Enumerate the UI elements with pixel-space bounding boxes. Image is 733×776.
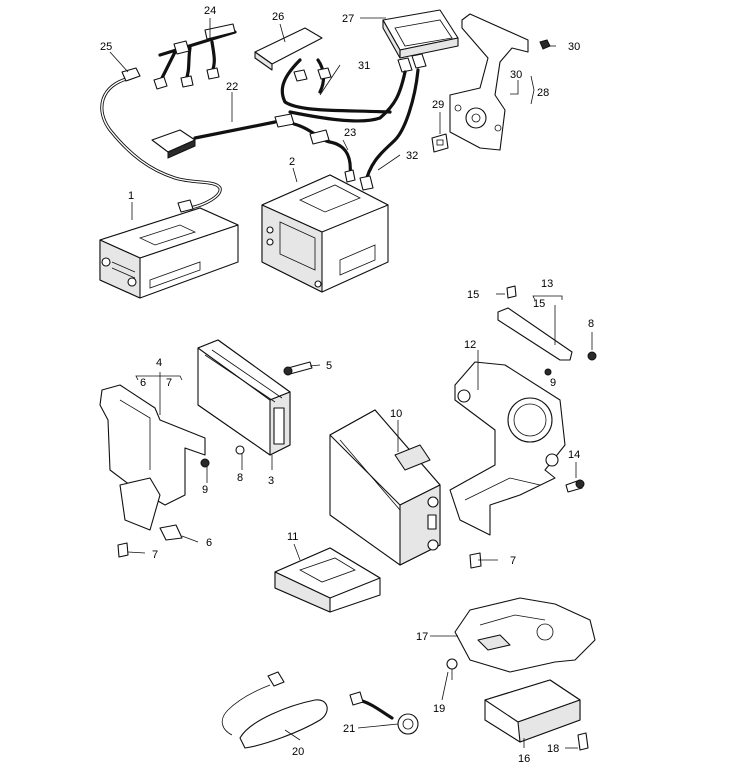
module-26: [254, 27, 392, 114]
label-16: 16: [518, 753, 530, 765]
label-22: 22: [226, 81, 238, 93]
antenna-cable-25: [100, 67, 222, 213]
clip-7-right: [469, 552, 482, 569]
label-30b: 30: [510, 69, 522, 81]
microphone-21: [349, 691, 419, 735]
screw-18: [577, 732, 589, 751]
label-4: 4: [156, 357, 162, 369]
leader-lines: [109, 17, 593, 749]
label-10: 10: [390, 408, 402, 420]
label-15a: 15: [467, 289, 479, 301]
label-15b: 15: [533, 298, 545, 310]
label-23: 23: [344, 127, 356, 139]
bolts-8-9: [200, 445, 245, 468]
label-5: 5: [326, 360, 332, 372]
disc-box-11: [274, 547, 381, 613]
shield-4: [99, 384, 206, 541]
label-20: 20: [292, 746, 304, 758]
label-24: 24: [204, 5, 216, 17]
label-2: 2: [289, 156, 295, 168]
label-18: 18: [547, 743, 559, 755]
antenna-22: [151, 113, 295, 159]
bracket-12: [449, 361, 566, 536]
label-31: 31: [358, 60, 370, 72]
label-14: 14: [568, 449, 580, 461]
label-28: 28: [537, 87, 549, 99]
label-11: 11: [287, 531, 298, 543]
label-13: 13: [541, 278, 553, 290]
label-7c: 7: [510, 555, 516, 567]
label-8b: 8: [588, 318, 594, 330]
label-30a: 30: [568, 41, 580, 53]
cable-23: [292, 122, 356, 183]
part-labels: 24 26 27 30 25 31 30 28 22 29 23 32 2 1 …: [100, 5, 594, 765]
screw-19: [446, 658, 458, 680]
label-9a: 9: [202, 484, 208, 496]
label-21: 21: [343, 723, 355, 735]
label-7b: 7: [152, 549, 158, 561]
radio-1: [99, 207, 239, 299]
navigation-unit-2: [261, 174, 389, 293]
label-32: 32: [406, 150, 418, 162]
label-27: 27: [342, 13, 354, 25]
cd-changer-3: [197, 339, 291, 456]
label-6a: 6: [140, 377, 146, 389]
label-6b: 6: [206, 537, 212, 549]
bracket-28: [449, 13, 529, 151]
clip-7-left: [117, 542, 129, 558]
amplifier-10: [329, 409, 441, 566]
harness-31-32: [288, 68, 420, 191]
label-12: 12: [464, 339, 476, 351]
label-29: 29: [432, 99, 444, 111]
adapter-cable-24: [153, 23, 237, 90]
clip-29: [431, 133, 449, 153]
clip-15: [506, 285, 517, 299]
handset-20: [221, 671, 328, 749]
screw-30: [539, 39, 551, 50]
label-9b: 9: [550, 377, 556, 389]
screw-14: [565, 479, 585, 493]
label-19: 19: [433, 703, 445, 715]
screw-5: [283, 361, 313, 376]
module-16: [484, 679, 581, 743]
bracket-13: [497, 307, 597, 376]
label-3: 3: [268, 475, 274, 487]
label-25: 25: [100, 41, 112, 53]
control-unit-27: [382, 9, 459, 73]
label-1: 1: [128, 190, 134, 202]
label-8a: 8: [237, 472, 243, 484]
tray-17: [454, 597, 596, 673]
label-17: 17: [416, 631, 428, 643]
label-7a: 7: [166, 377, 172, 389]
label-26: 26: [272, 11, 284, 23]
